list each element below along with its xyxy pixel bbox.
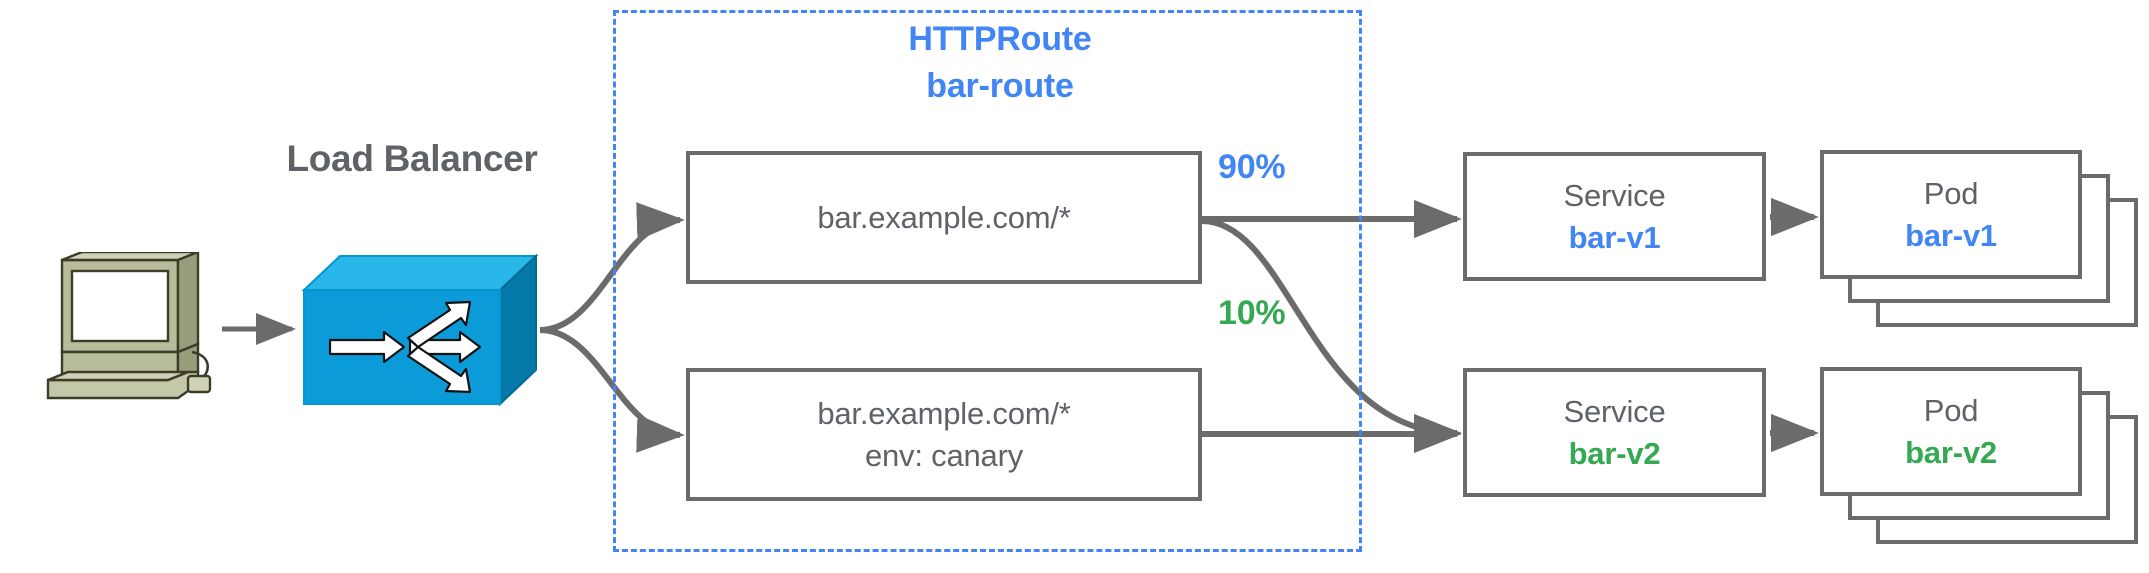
pod-stack-bar-v2[interactable]: Pod bar-v2	[1820, 367, 2140, 547]
service-box-bar-v2[interactable]: Service bar-v2	[1463, 368, 1766, 497]
httproute-rule-box-1[interactable]: bar.example.com/*	[686, 151, 1202, 284]
rule-2-header-line: env: canary	[864, 437, 1024, 473]
arrow-rule1-to-service-v2-10	[1201, 218, 1462, 453]
httproute-title-block: HTTPRoute bar-route	[800, 16, 1200, 110]
rule-2-match-line: bar.example.com/*	[817, 395, 1071, 431]
httproute-boundary	[613, 10, 1362, 552]
service-box-bar-v1[interactable]: Service bar-v1	[1463, 152, 1766, 281]
pod-name-label-v1: bar-v1	[1905, 217, 1997, 253]
rule-1-match-line: bar.example.com/*	[817, 199, 1071, 235]
httproute-rule-box-2[interactable]: bar.example.com/* env: canary	[686, 368, 1202, 501]
arrow-lb-to-rule-2	[539, 327, 685, 453]
pod-kind-label-v1: Pod	[1923, 175, 1979, 211]
arrow-lb-to-rule-1	[539, 202, 685, 333]
httproute-kind-label: HTTPRoute	[908, 20, 1092, 58]
workstation-icon	[40, 250, 215, 407]
service-name-label-v1: bar-v1	[1568, 219, 1661, 255]
load-balancer-switch-icon	[300, 252, 540, 407]
service-kind-label-v1: Service	[1563, 177, 1666, 213]
load-balancer-label: Load Balancer	[286, 138, 538, 179]
pod-name-label-v2: bar-v2	[1905, 434, 1997, 470]
weight-label-10: 10%	[1218, 294, 1286, 332]
service-kind-label-v2: Service	[1563, 393, 1666, 429]
httproute-name-label: bar-route	[926, 67, 1074, 105]
weight-label-90: 90%	[1218, 148, 1286, 186]
pod-box-bar-v2[interactable]: Pod bar-v2	[1820, 367, 2082, 496]
service-name-label-v2: bar-v2	[1568, 435, 1661, 471]
pod-kind-label-v2: Pod	[1923, 392, 1979, 428]
pod-box-bar-v1[interactable]: Pod bar-v1	[1820, 150, 2082, 279]
pod-stack-bar-v1[interactable]: Pod bar-v1	[1820, 150, 2140, 330]
